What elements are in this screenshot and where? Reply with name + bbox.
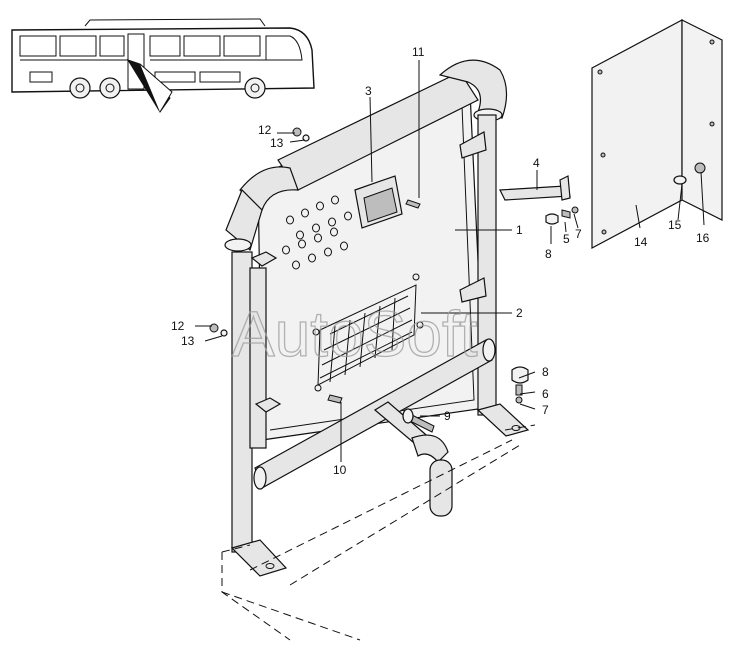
side-panel — [591, 19, 723, 249]
callout-13-upper: 13 — [270, 136, 284, 150]
callout-8-upper: 8 — [545, 247, 552, 261]
bus-thumbnail — [11, 18, 315, 113]
lower-rail-tube — [253, 338, 496, 490]
callout-10: 10 — [333, 463, 347, 477]
callout-7-lower: 7 — [542, 403, 549, 417]
callout-12-upper: 12 — [258, 123, 272, 137]
panel-holes — [282, 195, 352, 270]
reading-lamp — [354, 175, 403, 229]
callout-11: 11 — [412, 45, 425, 59]
callout-8-lower: 8 — [542, 365, 549, 379]
bracket — [499, 175, 571, 201]
fasteners — [209, 127, 579, 433]
callout-4: 4 — [533, 156, 540, 170]
callout-7-upper: 7 — [575, 227, 582, 241]
foot-plates — [230, 403, 530, 577]
left-uprights — [231, 251, 282, 553]
callout-3: 3 — [365, 84, 372, 98]
callout-13-lower: 13 — [181, 334, 195, 348]
callout-5: 5 — [563, 232, 570, 246]
storage-net — [312, 273, 424, 392]
callout-1: 1 — [516, 223, 523, 237]
callout-12-lower: 12 — [171, 319, 185, 333]
callout-6: 6 — [542, 387, 549, 401]
callout-14: 14 — [634, 235, 648, 249]
watermark: AutoSoft — [232, 298, 478, 370]
callout-2: 2 — [516, 306, 523, 320]
callout-16: 16 — [696, 231, 710, 245]
floor-dashed-lines — [221, 424, 536, 641]
leader-lines — [195, 60, 705, 462]
support-leg — [373, 401, 453, 517]
callout-15: 15 — [668, 218, 682, 232]
callout-labels: 1 2 3 4 5 6 7 7 8 8 9 10 11 12 12 13 13 … — [171, 45, 710, 477]
callout-9: 9 — [444, 409, 451, 423]
